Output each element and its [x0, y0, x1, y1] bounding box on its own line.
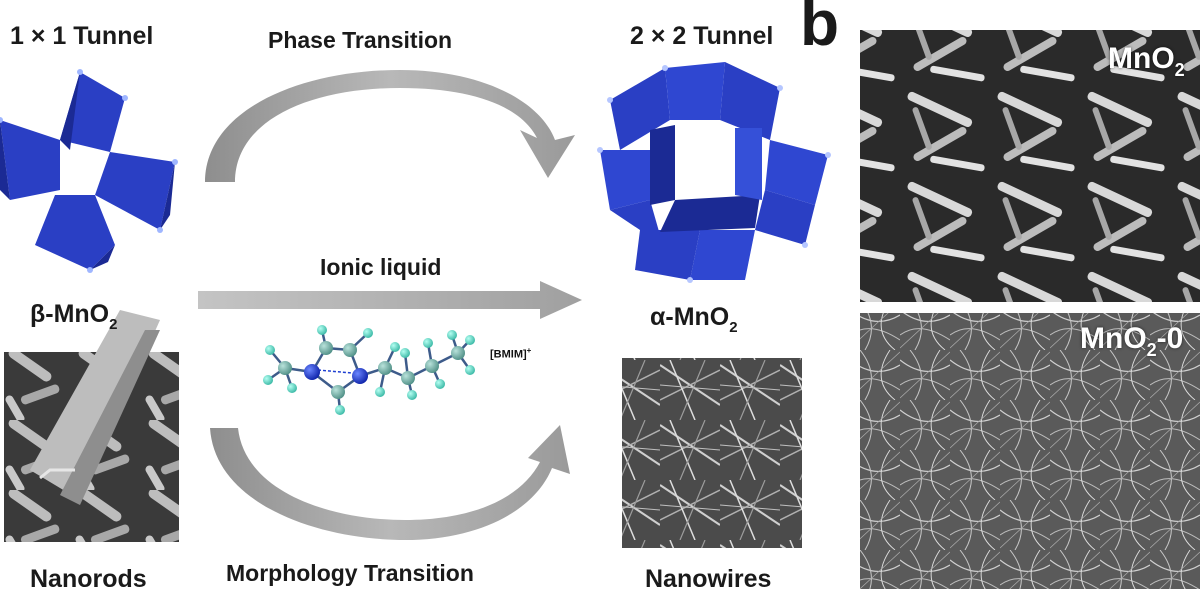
- oxygen-atom: [777, 85, 783, 91]
- octahedron: [610, 200, 660, 235]
- octahedron-face: [160, 162, 175, 230]
- sem-top-image: [860, 30, 1200, 302]
- carbon-atom: [278, 361, 292, 375]
- left-tunnel-label: 1 × 1 Tunnel: [10, 22, 154, 50]
- tunnel-opening: [678, 130, 735, 196]
- octahedron: [635, 230, 700, 280]
- octahedron-face: [0, 120, 10, 200]
- octahedron-face: [90, 245, 115, 270]
- tunnel-opening: [62, 152, 96, 188]
- carbon-atom: [425, 359, 439, 373]
- nitrogen-atom: [352, 368, 368, 384]
- sem-top-label: MnO2: [1108, 42, 1185, 80]
- oxygen-atom: [87, 267, 93, 273]
- oxygen-atom: [607, 97, 613, 103]
- sem-top-text: MnO: [1108, 42, 1175, 75]
- beta-mno2-subscript: 2: [109, 316, 118, 333]
- bmim-charge: +: [526, 346, 532, 355]
- beta-mno2-label: β-MnO2: [30, 300, 117, 333]
- hydrogen-atom: [265, 345, 275, 355]
- sem-top-subscript: 2: [1174, 60, 1185, 80]
- oxygen-atom: [662, 65, 668, 71]
- phase-transition-arrow: [205, 70, 575, 182]
- alpha-mno2-structure: [597, 62, 831, 283]
- ionic-liquid-arrow: [198, 281, 582, 319]
- octahedron: [35, 195, 115, 270]
- sem-bottom-text: MnO: [1080, 322, 1147, 355]
- carbon-atom: [451, 346, 465, 360]
- hydrogen-atom: [423, 338, 433, 348]
- nanorods-label: Nanorods: [30, 565, 147, 593]
- sem-bottom-label: MnO2-0: [1080, 322, 1184, 360]
- hydrogen-atom: [447, 330, 457, 340]
- sem-bottom-subscript: 2: [1146, 340, 1157, 360]
- oxygen-atom: [0, 117, 3, 123]
- sem-bottom-image: [860, 313, 1200, 589]
- oxygen-atom: [122, 95, 128, 101]
- carbon-atom: [319, 341, 333, 355]
- oxygen-atom: [825, 152, 831, 158]
- carbon-atom: [343, 343, 357, 357]
- carbon-atom: [331, 385, 345, 399]
- hydrogen-atom: [435, 379, 445, 389]
- beta-mno2-text: β-MnO: [30, 300, 110, 328]
- octahedron-face: [650, 125, 675, 205]
- octahedron-face: [660, 195, 760, 232]
- bmim-molecule: [263, 325, 475, 415]
- alpha-mno2-subscript: 2: [729, 319, 738, 336]
- ionic-liquid-label: Ionic liquid: [320, 254, 442, 280]
- octahedron: [720, 62, 780, 140]
- morphology-transition-arrow: [210, 425, 570, 540]
- octahedron: [95, 152, 175, 230]
- hydrogen-atom: [263, 375, 273, 385]
- phase-transition-label: Phase Transition: [268, 27, 453, 53]
- hydrogen-atom: [407, 390, 417, 400]
- oxygen-atom: [597, 147, 603, 153]
- hydrogen-atom: [363, 328, 373, 338]
- octahedron: [765, 140, 828, 205]
- nanorods-large-rod: [30, 310, 160, 505]
- nitrogen-atom: [304, 364, 320, 380]
- nanowires-sem-image: [622, 358, 802, 548]
- octahedron: [610, 68, 670, 150]
- hydrogen-atom: [335, 405, 345, 415]
- sem-bottom-suffix: -0: [1156, 322, 1184, 355]
- beta-mno2-structure: [0, 69, 178, 273]
- carbon-atom: [378, 361, 392, 375]
- octahedron-face: [60, 72, 80, 150]
- oxygen-atom: [687, 277, 693, 283]
- oxygen-atom: [157, 227, 163, 233]
- hydrogen-atom: [317, 325, 327, 335]
- panel-b-label: b: [800, 0, 840, 59]
- oxygen-atom: [77, 69, 83, 75]
- bmim-text: [BMIM]: [490, 348, 527, 361]
- hydrogen-atom: [390, 342, 400, 352]
- octahedron: [665, 62, 725, 120]
- hydrogen-atom: [465, 365, 475, 375]
- octahedron: [0, 120, 60, 200]
- octahedron: [755, 190, 815, 245]
- hydrogen-atom: [375, 387, 385, 397]
- morphology-transition-label: Morphology Transition: [226, 560, 474, 586]
- alpha-mno2-label: α-MnO2: [650, 303, 738, 336]
- octahedron-face: [735, 128, 762, 200]
- hydrogen-atom: [287, 383, 297, 393]
- nanowires-label: Nanowires: [645, 565, 772, 593]
- bmim-label: [BMIM]+: [490, 346, 531, 361]
- octahedron: [600, 150, 650, 210]
- hydrogen-atom: [400, 348, 410, 358]
- hydrogen-atom: [465, 335, 475, 345]
- octahedron: [690, 230, 755, 280]
- oxygen-atom: [802, 242, 808, 248]
- carbon-atom: [401, 371, 415, 385]
- alpha-mno2-text: α-MnO: [650, 303, 730, 331]
- right-tunnel-label: 2 × 2 Tunnel: [630, 22, 774, 50]
- oxygen-atom: [172, 159, 178, 165]
